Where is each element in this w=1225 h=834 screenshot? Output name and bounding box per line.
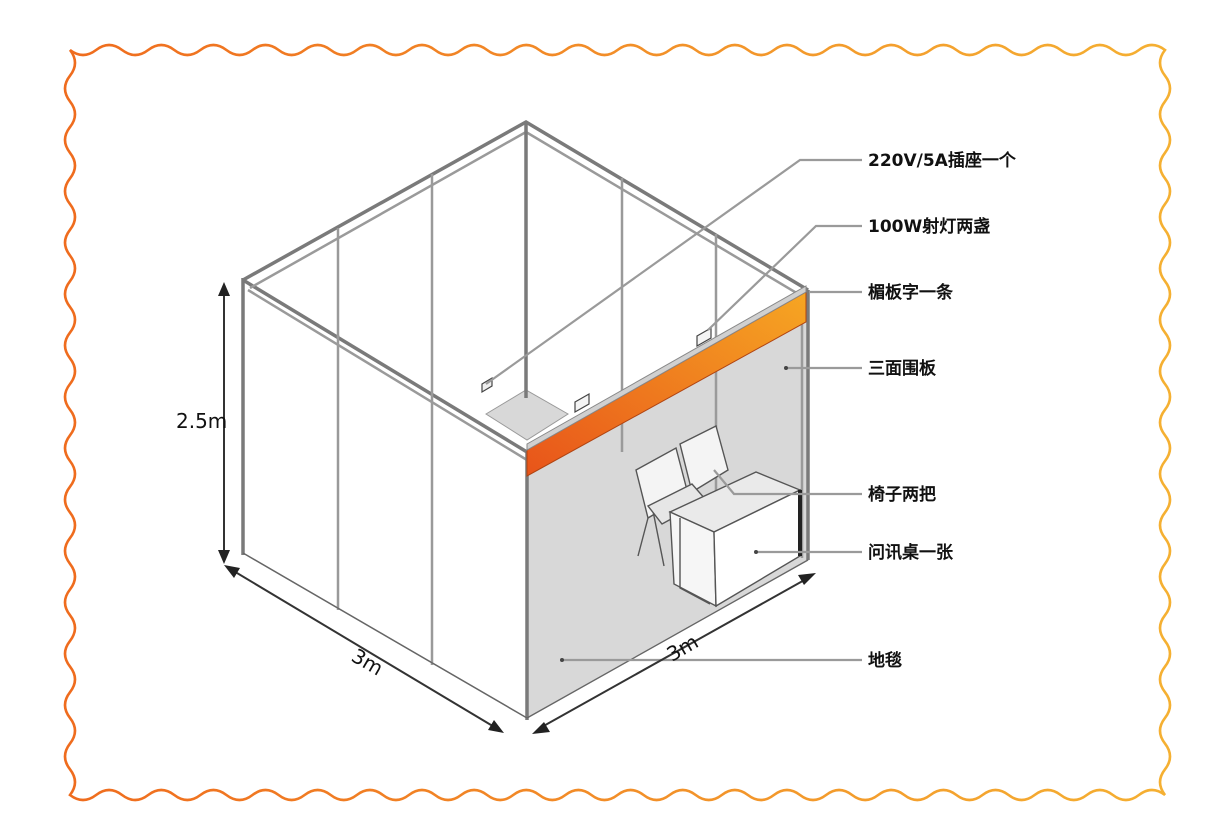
leader-socket (485, 158, 862, 385)
leader-spotlights (707, 224, 862, 331)
back-left-wall (243, 122, 526, 414)
dimension-width-left (224, 565, 504, 733)
floor-edge-left (242, 552, 528, 719)
arrow-icon (798, 573, 816, 585)
label-socket: 220V/5A插座一个 (868, 150, 1017, 171)
arrow-icon (488, 720, 504, 733)
label-desk: 问讯桌一张 (868, 542, 954, 563)
label-panels: 三面围板 (868, 358, 937, 379)
chairs (635, 424, 729, 567)
label-spotlights: 100W射灯两盏 (868, 216, 990, 237)
info-desk (668, 471, 802, 608)
label-chairs: 椅子两把 (868, 484, 936, 505)
floor-back (485, 389, 569, 441)
top-rail-front (242, 278, 528, 454)
label-carpet: 地毯 (868, 650, 902, 671)
arrow-icon (218, 282, 230, 296)
top-rail-back-inner (249, 130, 527, 290)
dimension-height-label: 2.5m (176, 409, 227, 433)
dimension-width-left-label: 3m (348, 644, 388, 681)
leader-chairs (713, 469, 862, 496)
fascia-board-top (526, 285, 807, 451)
label-fascia: 楣板字一条 (868, 282, 954, 303)
top-rail-inner (247, 288, 528, 462)
callout-leaders (485, 158, 862, 662)
top-rail-right-inner (525, 130, 806, 300)
dimension-width-right (532, 573, 816, 734)
floor-edge-right (526, 559, 809, 719)
spotlight-icon (574, 326, 712, 414)
arrow-icon (218, 550, 230, 564)
decorative-wavy-border (63, 43, 1172, 802)
arrow-icon (532, 722, 550, 734)
booth-structure (241, 119, 810, 720)
arrow-icon (224, 565, 240, 578)
dimension-height (218, 282, 230, 564)
